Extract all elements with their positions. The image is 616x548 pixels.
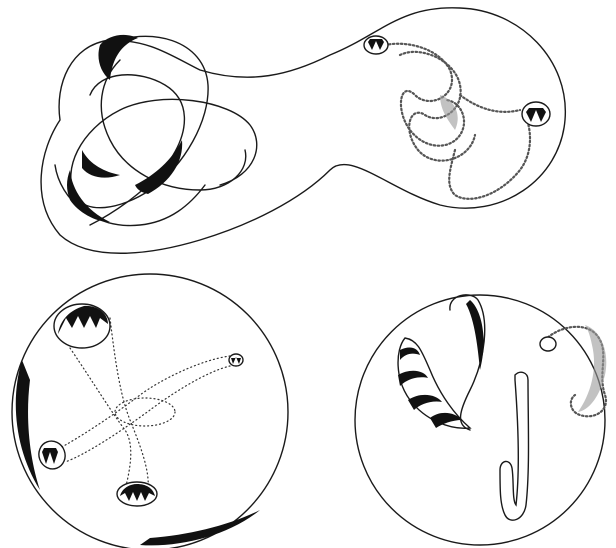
left-tube-top-a xyxy=(110,318,148,490)
knot-shadow-4 xyxy=(82,150,120,178)
beaded-tube-left xyxy=(385,44,464,146)
left-mouth-right xyxy=(229,354,243,366)
bulb-shading xyxy=(440,95,458,130)
right-j-tube xyxy=(500,372,529,520)
left-tube-top-b xyxy=(70,348,131,490)
bottom-left-panel-drawing xyxy=(12,274,288,548)
knot-loop-middle xyxy=(90,75,184,225)
beaded-tube-right xyxy=(400,52,475,161)
knot-shadow-2 xyxy=(67,170,110,222)
left-sphere-rim-shadow xyxy=(16,360,40,490)
right-handle-shadow xyxy=(466,300,484,370)
bulb-mouth-top xyxy=(364,36,388,54)
bottom-right-panel-drawing xyxy=(355,295,606,545)
beaded-tube-tail xyxy=(449,115,530,199)
beaded-tube-arm xyxy=(460,95,520,112)
left-center-loop xyxy=(115,398,175,426)
right-tube-shading xyxy=(578,325,606,412)
left-mouth-bottom xyxy=(117,482,157,506)
left-mouth-bottom-left xyxy=(35,437,69,472)
left-tube-right xyxy=(60,356,230,448)
right-mouth xyxy=(540,337,556,351)
bulb-mouth-right xyxy=(522,102,550,126)
knot-shadow-3 xyxy=(135,140,182,194)
left-sphere-outline xyxy=(12,274,288,548)
left-tube-right-b xyxy=(65,366,230,462)
left-mouth-top xyxy=(54,304,110,348)
top-panel-drawing xyxy=(41,8,565,253)
